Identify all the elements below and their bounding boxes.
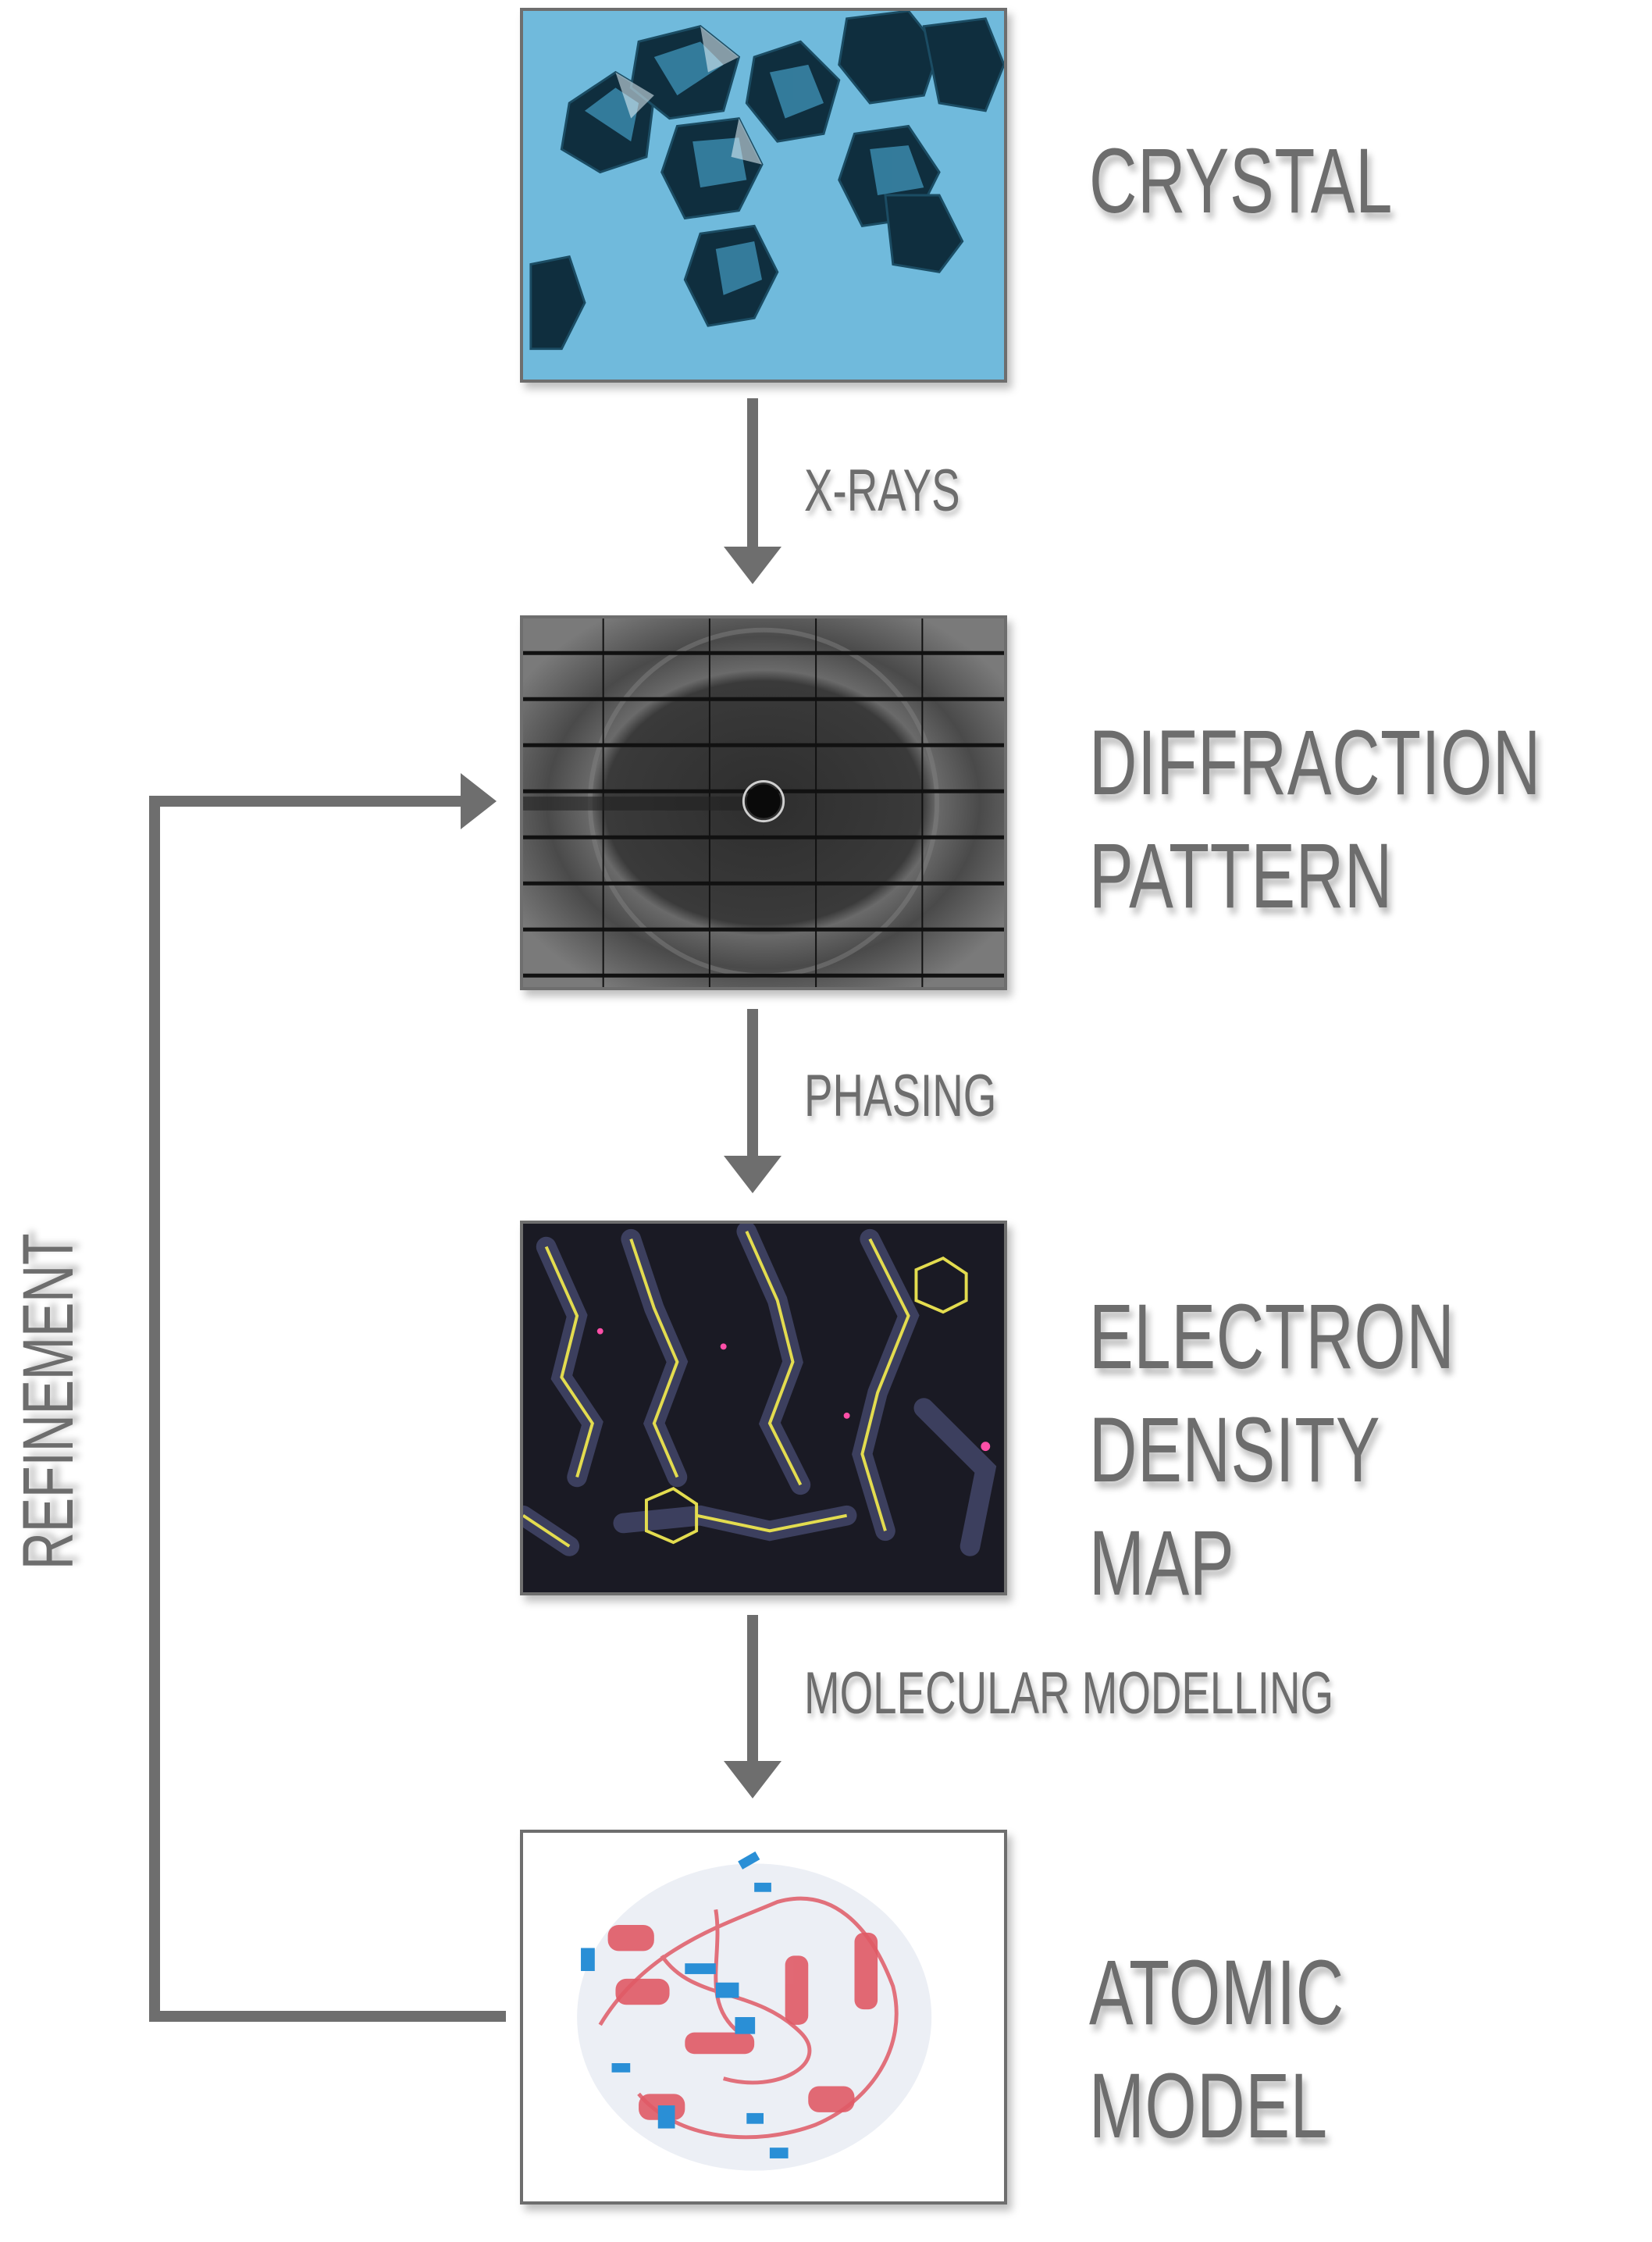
arrow-xrays xyxy=(724,398,781,584)
refinement-label: REFINEMENT xyxy=(9,1233,88,1570)
step-label-molecular-modelling: MOLECULAR MODELLING xyxy=(804,1660,1334,1727)
crystal-image xyxy=(520,8,1007,383)
arrow-modelling xyxy=(724,1615,781,1798)
diffraction-pattern-image xyxy=(520,615,1007,990)
electron-density-map-image xyxy=(520,1221,1007,1595)
arrow-refinement-loop xyxy=(149,773,506,2022)
stage-label-diffraction-pattern: DIFFRACTION PATTERN xyxy=(1089,711,1542,929)
step-label-phasing: PHASING xyxy=(804,1063,997,1129)
step-label-xrays: X-RAYS xyxy=(804,458,960,524)
atomic-model-image xyxy=(520,1830,1007,2205)
stage-label-electron-density-map: ELECTRON DENSITY MAP xyxy=(1089,1285,1455,1616)
arrow-phasing xyxy=(724,1009,781,1193)
stage-label-crystal: CRYSTAL xyxy=(1089,130,1394,233)
stage-label-atomic-model: ATOMIC MODEL xyxy=(1089,1941,1344,2158)
